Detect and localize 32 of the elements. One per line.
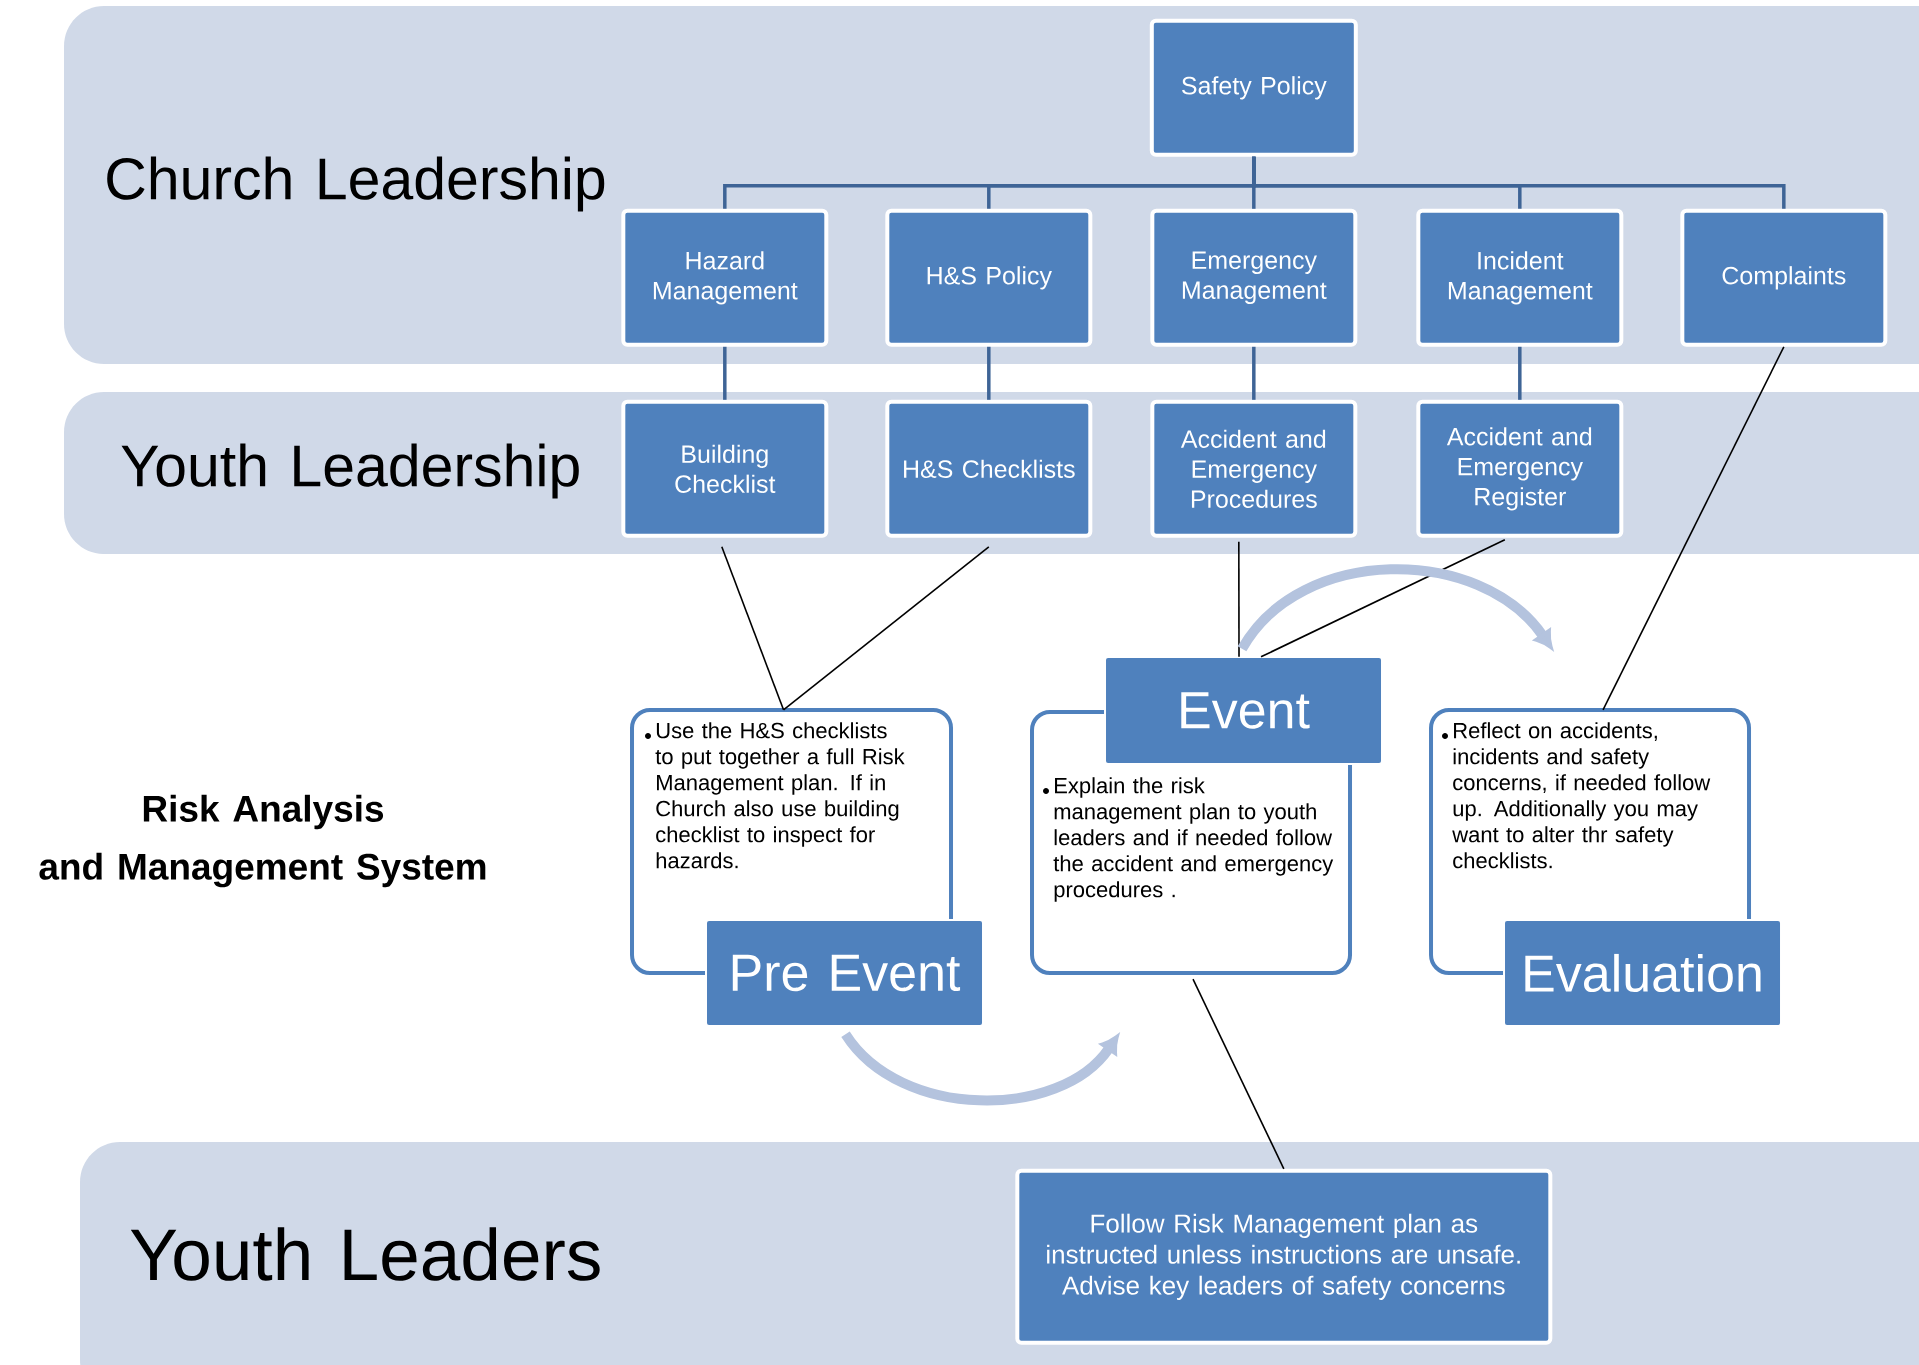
connector-line bbox=[723, 346, 727, 400]
process-box: H&S Policy bbox=[885, 208, 1093, 347]
leader-line bbox=[1602, 346, 1785, 711]
process-box: Building Checklist bbox=[621, 399, 829, 538]
process-box: Incident Management bbox=[1416, 208, 1624, 347]
process-box: H&S Checklists bbox=[885, 399, 1093, 538]
connector-line bbox=[987, 346, 991, 400]
system-label: Risk Analysis bbox=[143, 794, 384, 830]
process-box: Complaints bbox=[1680, 208, 1888, 347]
connector-line bbox=[1518, 346, 1522, 400]
process-box: Accident and Emergency Register bbox=[1416, 399, 1624, 538]
process-box: Safety Policy bbox=[1149, 18, 1358, 157]
process-box: Emergency Management bbox=[1150, 208, 1358, 347]
system-label: and Management System bbox=[39, 852, 486, 888]
leader-line bbox=[782, 546, 990, 711]
connector-line bbox=[1252, 156, 1786, 209]
card-header: Pre Event bbox=[705, 919, 984, 1027]
leader-line bbox=[1192, 978, 1285, 1170]
leader-line bbox=[1238, 541, 1240, 658]
band-title: Youth Leadership bbox=[121, 443, 579, 499]
card-header: Evaluation bbox=[1503, 919, 1782, 1027]
curved-arrow bbox=[1237, 564, 1553, 652]
band-title: Youth Leaders bbox=[130, 1227, 600, 1281]
process-box: Follow Risk Management plan as instructed unless instructions are unsafe. Advise key leaders of safety concerns bbox=[1015, 1168, 1553, 1345]
card-header: Event bbox=[1104, 656, 1383, 765]
leader-line bbox=[721, 546, 785, 711]
process-box: Accident and Emergency Procedures bbox=[1150, 399, 1358, 538]
leader-line bbox=[1260, 539, 1506, 658]
band-title: Church Leadership bbox=[107, 156, 605, 212]
connector-line bbox=[1252, 346, 1256, 400]
curved-arrow bbox=[841, 1031, 1119, 1106]
process-box: Hazard Management bbox=[621, 208, 829, 347]
